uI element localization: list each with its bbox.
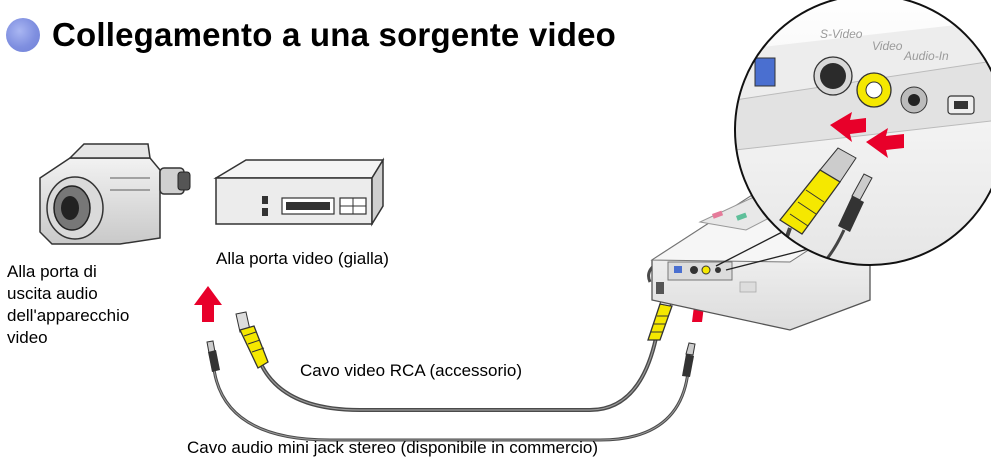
title-bullet-icon [6,18,40,52]
label-audio-port-line: uscita audio [7,284,98,303]
label-audio-port-line: dell'apparecchio [7,306,130,325]
vcr-icon [213,157,385,227]
zoom-arrow-video-icon [830,112,866,142]
label-audio-port: Alla porta di uscita audio dell'apparecc… [7,261,167,349]
rca-plug-left-icon [235,311,269,369]
camcorder-icon [39,143,191,245]
port-label-audio-in: Audio-In [903,49,949,63]
mini-jack-right-icon [682,342,696,377]
mini-jack-left-icon [206,340,220,372]
label-audio-port-line: Alla porta di [7,262,97,281]
label-mini-jack-cable: Cavo audio mini jack stereo (disponibile… [187,438,599,457]
label-video-port: Alla porta video (gialla) [216,249,389,268]
title-row: Collegamento a una sorgente video [6,16,616,54]
page-title: Collegamento a una sorgente video [52,16,617,53]
zoom-inset: S-Video Video Audio-In [734,0,991,266]
port-label-video: Video [872,39,903,53]
port-label-svideo: S-Video [820,27,863,41]
arrow-to-audio-port-icon [194,286,222,322]
cables [211,248,701,442]
label-rca-cable: Cavo video RCA (accessorio) [300,361,523,380]
zoom-arrow-audio-icon [866,128,904,158]
red-arrows [194,286,712,322]
label-audio-port-line: video [7,328,48,347]
